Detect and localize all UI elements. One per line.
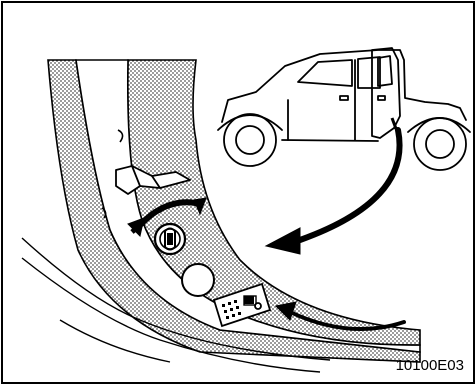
rotate-arrow-icon [127, 197, 207, 237]
figure-code-label: 10100E03 [395, 357, 464, 374]
child-lock-knob [153, 222, 187, 256]
label-plate [212, 282, 272, 328]
round-plug [181, 263, 215, 297]
car-silhouette [217, 47, 471, 171]
door-striker [115, 165, 191, 195]
callout-arrow-icon [264, 117, 406, 332]
